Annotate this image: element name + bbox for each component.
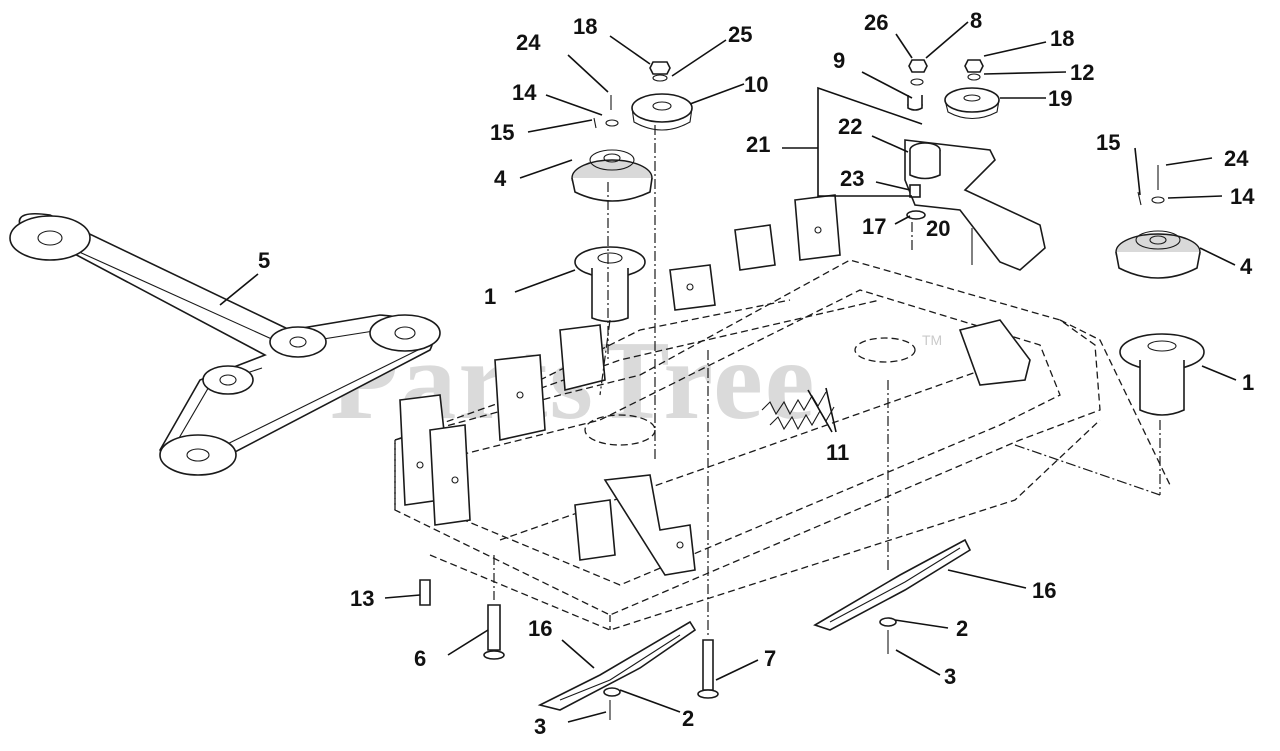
idler-assembly — [904, 59, 1046, 271]
callout-19: 19 — [1048, 86, 1072, 111]
belt-assembly — [9, 212, 441, 476]
callout-24-right: 24 — [1224, 146, 1249, 171]
deck-brackets — [399, 194, 1031, 576]
callout-13: 13 — [350, 586, 374, 611]
callout-26: 26 — [864, 10, 888, 35]
callout-23: 23 — [840, 166, 864, 191]
leader-lines — [219, 21, 1237, 723]
callout-2-right: 2 — [956, 616, 968, 641]
callout-15-left: 15 — [490, 120, 514, 145]
callout-6: 6 — [414, 646, 426, 671]
callout-1-right: 1 — [1242, 370, 1254, 395]
callout-17: 17 — [862, 214, 886, 239]
deck-housing — [394, 259, 1171, 631]
callout-7: 7 — [764, 646, 776, 671]
callout-22: 22 — [838, 114, 862, 139]
callout-labels: 18 25 24 10 14 15 4 26 8 18 9 12 19 21 2… — [258, 8, 1255, 739]
callout-9: 9 — [833, 48, 845, 73]
callout-11: 11 — [826, 440, 849, 465]
callout-10: 10 — [744, 72, 768, 97]
callout-2-left: 2 — [682, 706, 694, 731]
callout-3-left: 3 — [534, 714, 546, 739]
callout-16-left: 16 — [528, 616, 552, 641]
blades-hardware — [419, 350, 972, 720]
callout-20: 20 — [926, 216, 950, 241]
callout-15-right: 15 — [1096, 130, 1120, 155]
callout-12: 12 — [1070, 60, 1094, 85]
callout-18-right: 18 — [1050, 26, 1074, 51]
callout-25: 25 — [728, 22, 752, 47]
callout-24-left: 24 — [516, 30, 541, 55]
callout-4-right: 4 — [1240, 254, 1253, 279]
callout-3-right: 3 — [944, 664, 956, 689]
callout-4-left: 4 — [494, 166, 507, 191]
left-spindle-stack — [571, 61, 693, 460]
callout-16-right: 16 — [1032, 578, 1056, 603]
callout-21: 21 — [746, 132, 770, 157]
callout-8: 8 — [970, 8, 982, 33]
watermark-trademark: TM — [922, 332, 942, 348]
right-spindle-stack — [1115, 165, 1205, 495]
callout-1-left: 1 — [484, 284, 496, 309]
callout-14-right: 14 — [1230, 184, 1255, 209]
callout-18-left: 18 — [573, 14, 597, 39]
callout-5: 5 — [258, 248, 270, 273]
callout-14-left: 14 — [512, 80, 537, 105]
